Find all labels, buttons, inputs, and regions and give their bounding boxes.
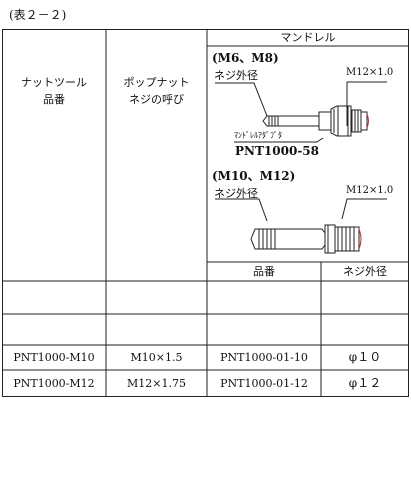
- diagram-m6-adapter-part: PNT1000-58: [235, 144, 319, 158]
- row-3-part: PNT1000-01-10: [220, 351, 308, 364]
- diagram-m6-title: (M6、M8): [212, 51, 279, 65]
- header-pop-nut-line1: ポップナット: [123, 76, 190, 89]
- row-4-dia: φ１２: [348, 376, 382, 390]
- row-4-part: PNT1000-01-12: [220, 377, 308, 390]
- table-grid: [2, 29, 409, 397]
- diagram-m6-size-label: M12×1.0: [346, 67, 394, 78]
- mandrel-spec-table: ナットツール 品番 ポップナット ネジの呼び マンドレル (M6、M8) ネジ外…: [2, 29, 409, 397]
- header-mandrel: マンドレル: [280, 31, 336, 44]
- mandrel-m10-drawing: [215, 198, 387, 254]
- diagram-m10-thread-label: ネジ外径: [214, 187, 258, 200]
- header-nut-tool-line1: ナットツール: [21, 76, 87, 89]
- diagram-m6-adapter-label: ﾏﾝﾄﾞﾚﾙｱﾀﾞﾌﾟﾀ: [234, 131, 282, 140]
- row-3-dia: φ１０: [348, 350, 382, 364]
- table-caption: (表２－２): [9, 8, 67, 22]
- header-nut-tool: ナットツール 品番: [2, 29, 106, 153]
- header-part-no: 品番: [253, 265, 275, 278]
- header-pop-nut-line2: ネジの呼び: [129, 93, 184, 106]
- header-thread-dia: ネジ外径: [343, 265, 387, 278]
- header-nut-tool-line2: 品番: [43, 93, 65, 106]
- header-pop-nut: ポップナット ネジの呼び: [106, 29, 207, 153]
- mandrel-m6-drawing: [215, 81, 387, 143]
- diagram-m10-size-label: M12×1.0: [346, 185, 394, 196]
- diagram-m10-title: (M10、M12): [212, 169, 296, 183]
- diagram-m6-thread-label: ネジ外径: [214, 69, 258, 82]
- row-3-nut: M10×1.5: [130, 351, 183, 364]
- row-4-nut: M12×1.75: [127, 377, 186, 390]
- row-3-tool: PNT1000-M10: [13, 351, 95, 364]
- row-4-tool: PNT1000-M12: [13, 377, 95, 390]
